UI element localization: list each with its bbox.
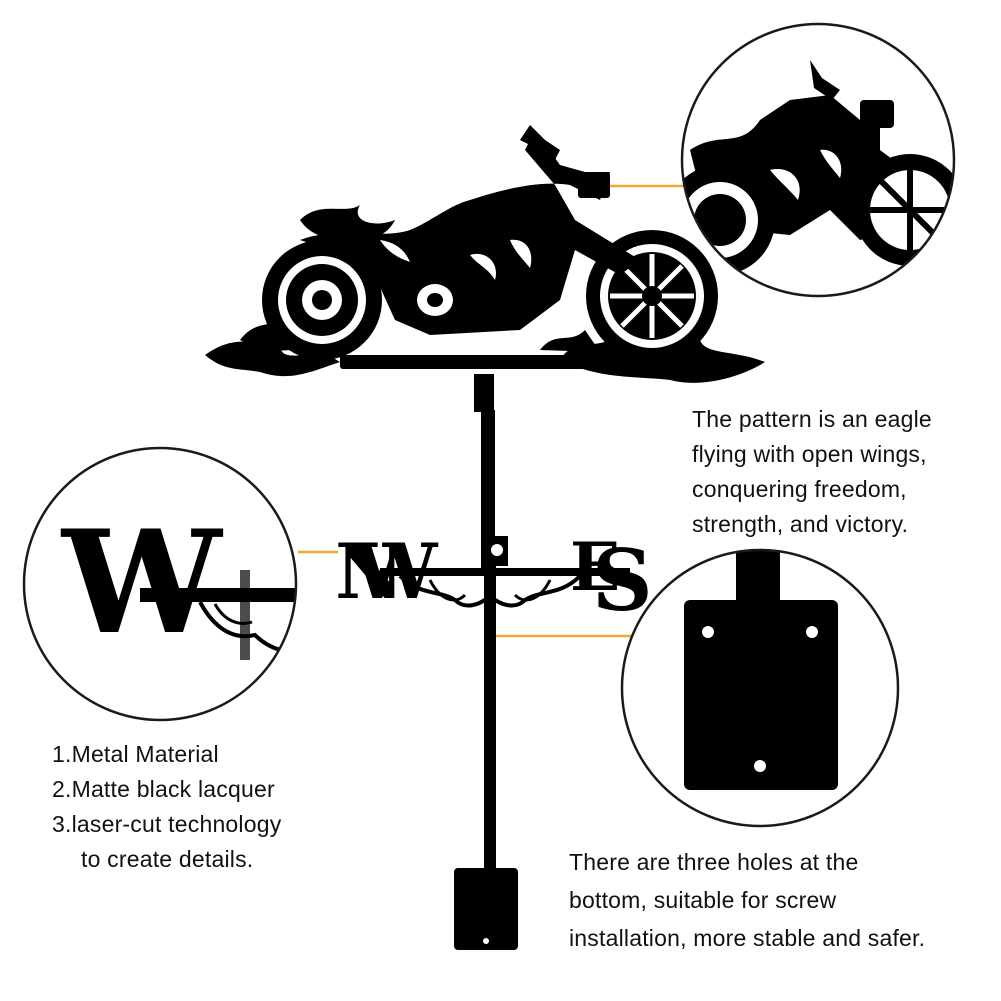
compass-arms xyxy=(380,536,630,608)
callout-pattern: The pattern is an eagle flying with open… xyxy=(692,402,932,542)
callout-pattern-line: flying with open wings, xyxy=(692,441,927,467)
callout-holes-line: installation, more stable and safer. xyxy=(569,925,926,951)
compass-letter-west: W xyxy=(351,527,439,616)
callout-pattern-line: conquering freedom, xyxy=(692,476,907,502)
feature-item: 1.Metal Material xyxy=(52,741,219,767)
feature-item: to create details. xyxy=(81,846,254,872)
feature-item: 2.Matte black lacquer xyxy=(52,776,275,802)
compass-letter-east: E xyxy=(570,528,620,606)
compass-letters: N W E S xyxy=(335,527,653,630)
callout-pattern-line: The pattern is an eagle xyxy=(692,406,932,432)
zoom-circle-base-plate xyxy=(620,548,900,828)
zoom-circle-motorcycle xyxy=(680,22,956,298)
zoom-compass-letter-west: W xyxy=(60,500,224,666)
pole xyxy=(474,374,496,880)
feature-item: 3.laser-cut technology xyxy=(52,811,282,837)
zoom-circle-compass-letter: W xyxy=(22,446,298,722)
callout-features: 1.Metal Material 2.Matte black lacquer 3… xyxy=(52,737,281,877)
callout-holes-line: bottom, suitable for screw xyxy=(569,887,837,913)
compass-letter-north: N xyxy=(335,527,404,616)
motorcycle-silhouette xyxy=(205,125,765,383)
callout-holes-line: There are three holes at the xyxy=(569,849,859,875)
base-plate xyxy=(454,868,518,950)
callout-pattern-line: strength, and victory. xyxy=(692,511,909,537)
callout-holes: There are three holes at the bottom, sui… xyxy=(569,843,925,957)
